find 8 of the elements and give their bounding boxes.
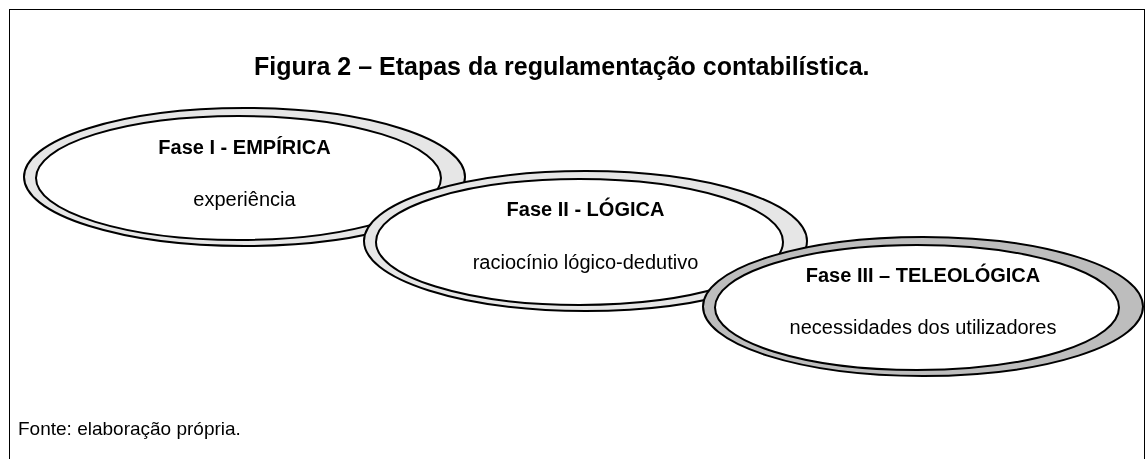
phase-description: raciocínio lógico-dedutivo — [472, 251, 699, 274]
figure-title: Figura 2 – Etapas da regulamentação contabilística. — [254, 52, 870, 81]
phase-heading: Fase II - LÓGICA — [506, 198, 665, 221]
phase-heading: Fase I - EMPÍRICA — [158, 136, 331, 159]
source-note: Fonte: elaboração própria. — [18, 418, 241, 440]
phase-heading: Fase III – TELEOLÓGICA — [805, 264, 1041, 287]
phase-description: experiência — [193, 188, 296, 211]
phase-description: necessidades dos utilizadores — [789, 316, 1057, 339]
